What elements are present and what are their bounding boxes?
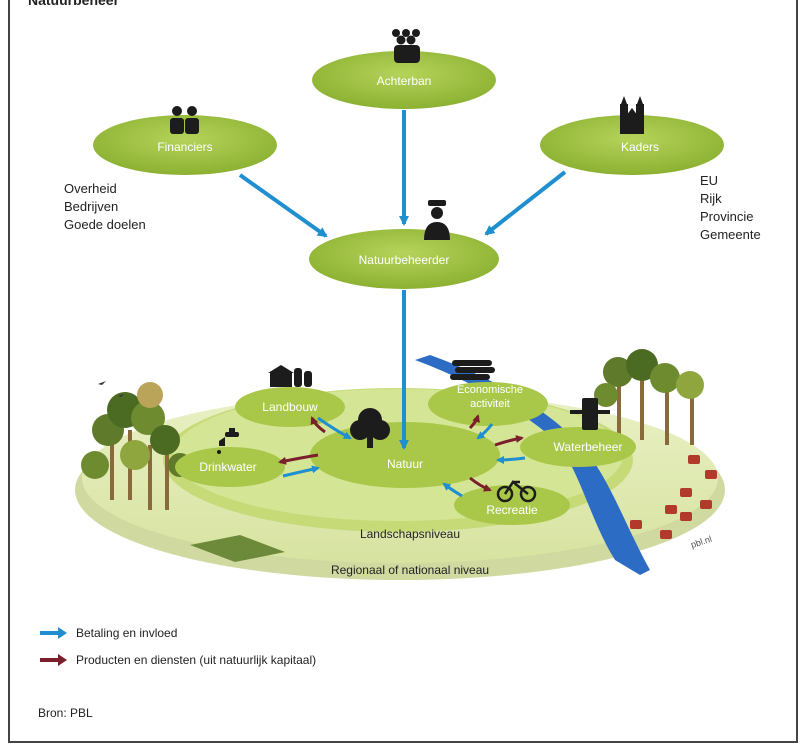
red-arrow-icon bbox=[40, 654, 67, 666]
source-note: Bron: PBL bbox=[38, 706, 93, 720]
forest-left bbox=[81, 381, 192, 510]
river-shape bbox=[415, 355, 650, 575]
drinkwater-node: Drinkwater bbox=[175, 428, 285, 487]
recreatie-label: Recreatie bbox=[486, 503, 538, 517]
blue-arrow-icon bbox=[40, 627, 67, 639]
water-gauge-icon bbox=[570, 398, 610, 430]
list-item: Bedrijven bbox=[64, 199, 119, 214]
waterbeheer-label: Waterbeheer bbox=[554, 440, 623, 454]
list-item: Provincie bbox=[700, 209, 754, 224]
economische-label-1: Economische bbox=[457, 384, 523, 396]
landbouw-node: Landbouw bbox=[235, 365, 345, 427]
church-building-icon bbox=[620, 96, 644, 134]
drinkwater-label: Drinkwater bbox=[199, 460, 256, 474]
bicycle-icon bbox=[496, 480, 537, 503]
natuurbeheerder-node: Natuurbeheerder bbox=[309, 200, 499, 289]
list-item: Overheid bbox=[64, 181, 117, 196]
economische-node: Economische activiteit bbox=[428, 360, 548, 426]
financiers-list: Overheid Bedrijven Goede doelen bbox=[64, 180, 146, 234]
legend-products: Producten en diensten (uit natuurlijk ka… bbox=[38, 653, 316, 667]
financiers-label: Financiers bbox=[157, 140, 212, 154]
natuurbeheerder-label: Natuurbeheerder bbox=[359, 253, 450, 267]
village-houses bbox=[630, 455, 717, 539]
natuur-label: Natuur bbox=[387, 457, 423, 471]
field-patch bbox=[190, 535, 285, 562]
credit-label: pbl.nl bbox=[690, 534, 714, 550]
kaders-list: EU Rijk Provincie Gemeente bbox=[700, 172, 761, 244]
forest-right bbox=[594, 349, 704, 445]
list-item: Goede doelen bbox=[64, 217, 146, 232]
list-item: Gemeente bbox=[700, 227, 761, 242]
farm-barn-icon bbox=[268, 365, 312, 387]
people-pair-icon bbox=[170, 106, 199, 134]
achterban-node: Achterban bbox=[312, 29, 496, 109]
water-tap-icon bbox=[217, 428, 239, 454]
timber-logs-icon bbox=[450, 360, 495, 380]
waterbeheer-node: Waterbeheer bbox=[520, 398, 636, 467]
landschapsniveau-label: Landschapsniveau bbox=[360, 527, 460, 541]
exchange-arrows bbox=[278, 414, 526, 498]
achterban-label: Achterban bbox=[377, 74, 432, 88]
diagram-title: Natuurbeheer bbox=[28, 0, 120, 8]
natuur-node: Natuur bbox=[310, 408, 500, 488]
arrow-kaders-to-beheerder bbox=[484, 170, 567, 236]
recreatie-node: Recreatie bbox=[454, 480, 570, 525]
list-item: EU bbox=[700, 173, 719, 188]
kaders-node: Kaders bbox=[540, 96, 724, 175]
economische-label-2: activiteit bbox=[470, 398, 510, 410]
regionaal-label: Regionaal of nationaal niveau bbox=[331, 563, 489, 577]
list-item: Rijk bbox=[700, 191, 722, 206]
legend-payment: Betaling en invloed bbox=[38, 626, 177, 640]
kaders-label: Kaders bbox=[621, 140, 659, 154]
page-border bbox=[8, 0, 798, 743]
landbouw-label: Landbouw bbox=[262, 400, 318, 414]
legend-products-label: Producten en diensten (uit natuurlijk ka… bbox=[76, 653, 317, 667]
legend-payment-label: Betaling en invloed bbox=[76, 626, 178, 640]
people-group-icon bbox=[392, 29, 420, 63]
arrow-financiers-to-beheerder bbox=[238, 173, 328, 238]
financiers-node: Financiers bbox=[93, 106, 277, 175]
ranger-person-icon bbox=[424, 200, 450, 240]
tree-icon bbox=[350, 408, 390, 448]
